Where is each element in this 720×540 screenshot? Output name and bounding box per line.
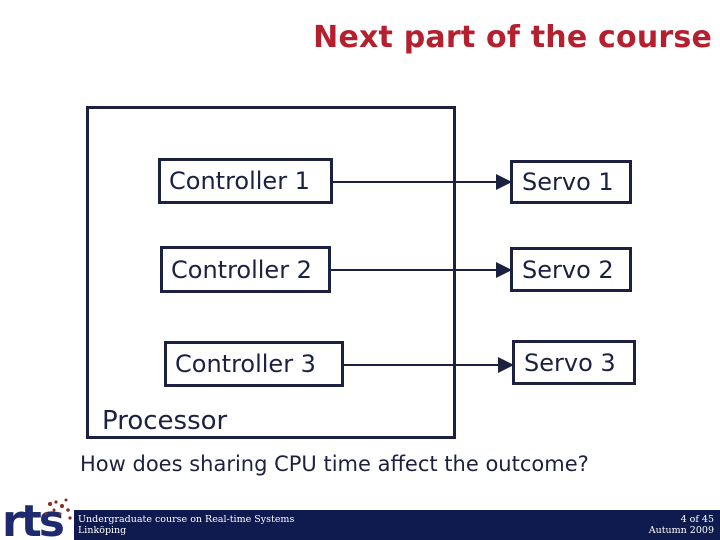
footer-course-title: Undergraduate course on Real-time System… [78, 514, 295, 525]
servo-1-box: Servo 1 [510, 160, 632, 204]
rts-logo: rts [2, 496, 72, 540]
logo-dots-icon [44, 498, 72, 520]
question-text: How does sharing CPU time affect the out… [80, 452, 589, 476]
controller-3-box: Controller 3 [164, 341, 344, 387]
slide-title: Next part of the course [313, 20, 712, 55]
servo-2-label: Servo 2 [522, 255, 614, 284]
controller-2-box: Controller 2 [160, 246, 331, 293]
footer-bar [74, 510, 720, 540]
servo-2-box: Servo 2 [510, 247, 632, 292]
servo-3-box: Servo 3 [512, 340, 636, 385]
footer-term: Autumn 2009 [648, 525, 714, 536]
controller-1-box: Controller 1 [158, 158, 333, 204]
processor-box [86, 106, 456, 439]
controller-2-label: Controller 2 [171, 255, 312, 284]
rts-logo-text: rts [2, 496, 64, 540]
footer-page-info: 4 of 45 Autumn 2009 [649, 514, 714, 536]
servo-1-label: Servo 1 [522, 168, 614, 196]
controller-1-label: Controller 1 [169, 167, 310, 195]
controller-3-label: Controller 3 [175, 350, 316, 378]
servo-3-label: Servo 3 [524, 348, 616, 377]
footer-course-info: Undergraduate course on Real-time System… [78, 514, 294, 536]
footer-page-number: 4 of 45 [680, 514, 714, 525]
processor-label: Processor [102, 406, 232, 436]
footer-course-location: Linköping [78, 525, 127, 536]
